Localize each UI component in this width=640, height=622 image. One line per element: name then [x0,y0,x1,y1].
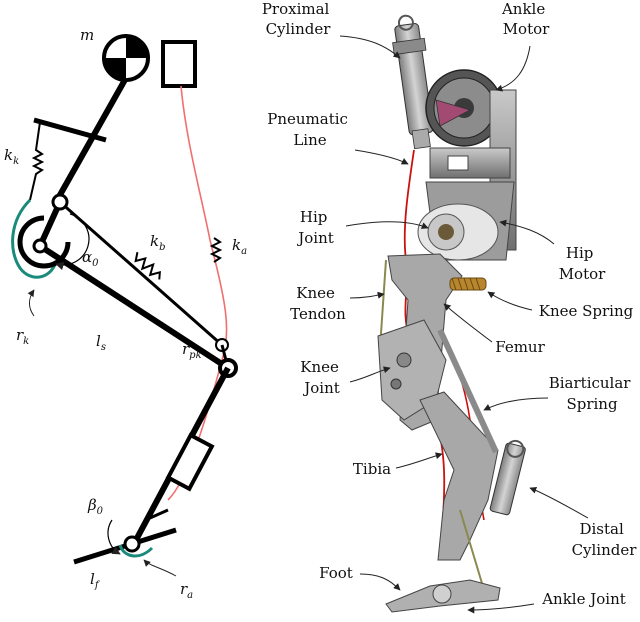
ankle-joint-schematic [123,535,141,553]
biarticular-spring-label: Biarticular Spring [549,374,636,413]
knee-tendon-arrow [349,291,385,299]
ankle-joint-label: Ankle Joint [541,590,626,608]
knee-joint-arrow [349,366,391,383]
ra-arrow [143,559,177,577]
femur-arrow [443,303,493,343]
beta-arc [107,519,121,555]
hip-bar [33,117,107,143]
knee-tendon-render [379,259,387,349]
point-mass-symbol [102,34,150,82]
tibia-label: Tibia [353,460,391,478]
kb-label: kb [150,232,166,253]
proximal-cylinder-label: Proximal Cylinder [262,0,334,38]
ka-label: ka [232,236,247,257]
spring-ka [209,237,223,263]
proximal-cylinder-arrow [339,35,401,59]
femur-link [53,76,129,204]
proximal-cylinder-render [392,14,434,150]
rk-arrow [27,289,35,317]
knee-joint-schematic [32,238,48,254]
distal-cylinder-arrow [529,486,589,519]
rk-label: rk [16,326,29,347]
biarticular-link [59,200,223,347]
hip-motor-label: Hip Motor [559,244,606,283]
ankle-motor-label: Ankle Motor [501,0,550,38]
distal-cylinder-box [165,432,215,492]
ankle-tendon-wrap [118,544,154,558]
distal-cylinder-label: Distal Cylinder [572,520,638,559]
alpha-arc [55,213,90,271]
ls-label: ls [96,332,106,353]
spring-kk [29,121,45,201]
knee-spring-label: Knee Spring [539,302,634,320]
tibia-render [419,391,499,561]
distal-cylinder-render [489,439,526,516]
rpk-label: rpk [182,340,202,361]
knee-joint-label: Knee Joint [300,358,343,397]
pneumatic-line-label: Pneumatic Line [267,110,352,149]
foot-label: Foot [319,564,353,582]
knee-spring-render [449,277,487,291]
femur-label: Femur [495,338,545,356]
alpha-label: α0 [82,248,99,269]
ra-label: ra [180,580,193,601]
mass-label: m [80,26,94,44]
hip-joint-schematic [51,193,69,211]
spring-kb [134,252,161,280]
knee-tendon-wrap [11,198,58,279]
ankle-joint-arrow [467,603,535,614]
hip-joint-arrow [345,221,429,229]
hip-motor-arrow [499,219,555,245]
cylinder-rod [149,508,169,520]
shank-link [38,243,230,371]
knee-pulley [17,215,71,269]
schematic: m [4,26,247,601]
biarticular-spring-arrow [483,397,549,411]
pneumatic-line-arrow [354,149,409,165]
kk-label: kk [4,146,19,167]
beta-label: β0 [87,496,104,517]
lf-label: lf [90,570,101,591]
hip-joint-label: Hip Joint [296,208,334,247]
knee-spring-arrow [487,291,533,311]
ankle-joint-render [432,584,452,604]
proximal-cylinder-box [161,40,197,88]
hip-joint-render [417,203,499,261]
knee-tendon-label: Knee Tendon [290,284,346,323]
foot-arrow [359,573,401,591]
tibia-arrow [395,452,443,469]
ankle-motor-arrow [495,45,531,92]
biarticular-spring-render [437,328,499,454]
robot-leg-render: Proximal Cylinder Ankle Motor Pneumatic … [262,0,638,614]
ankle-tendon-render [459,509,485,591]
